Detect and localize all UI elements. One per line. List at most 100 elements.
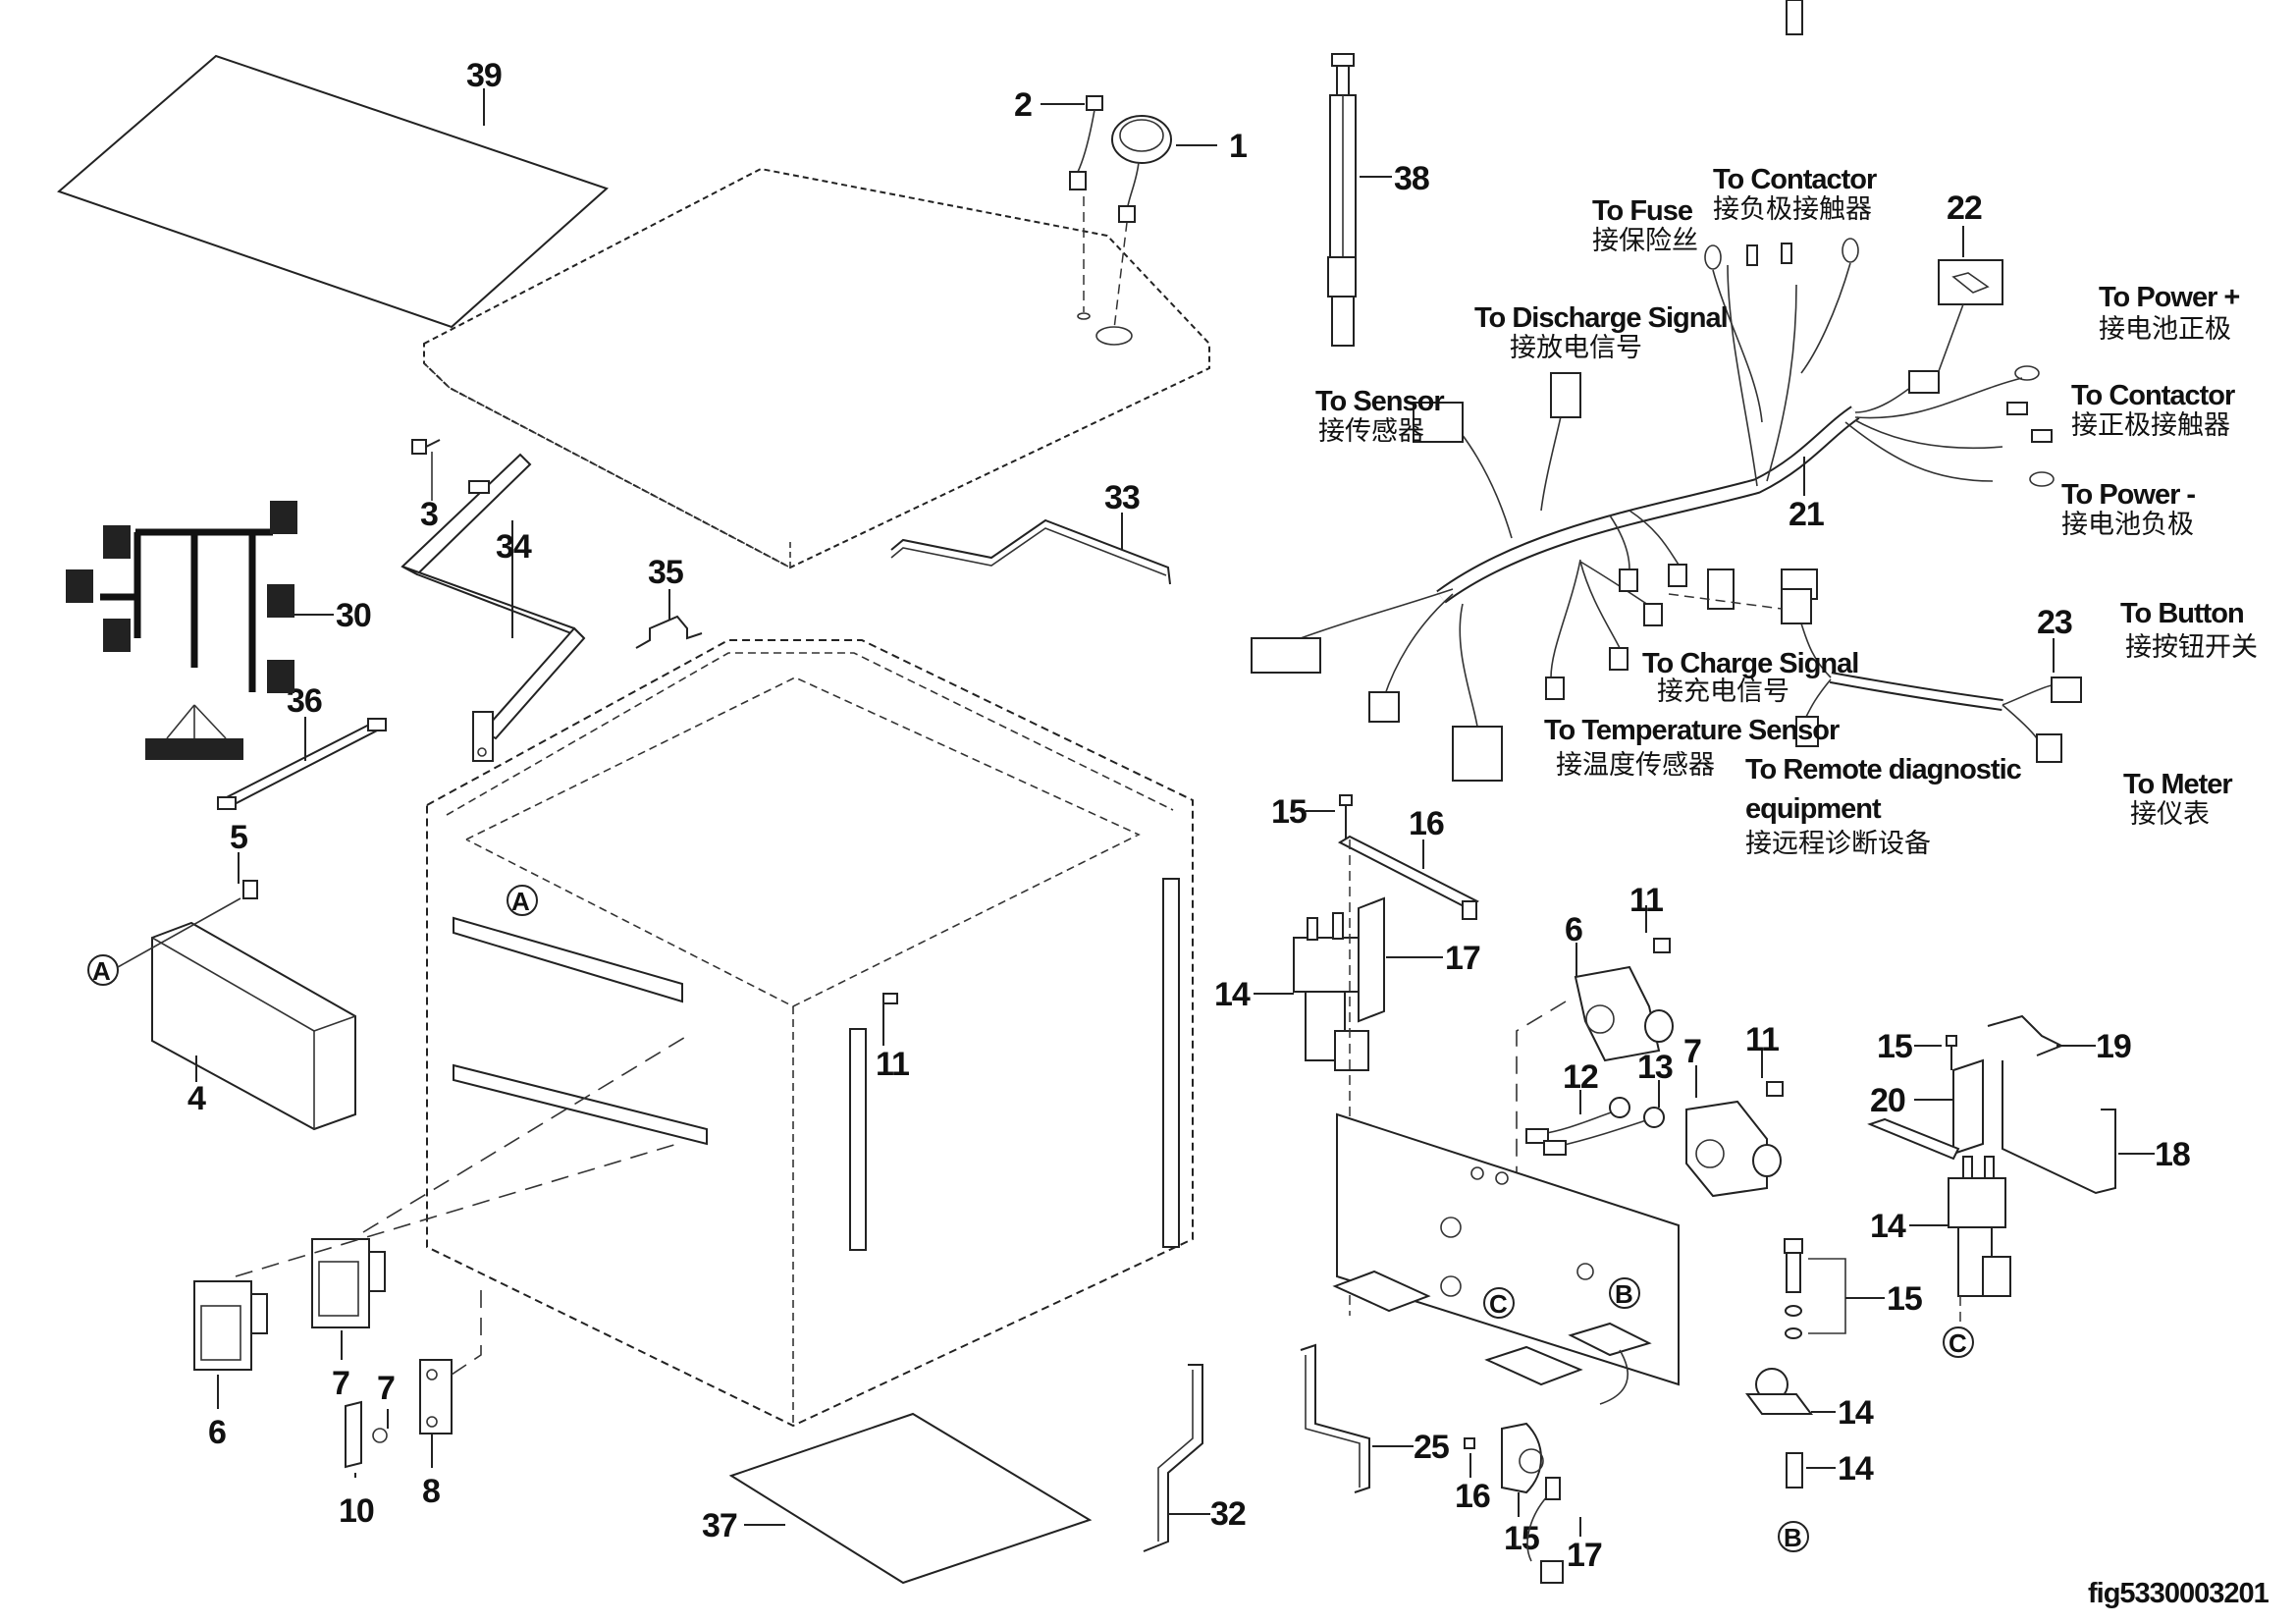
part-27-main-harness: 21 (1251, 238, 2055, 782)
callout-15a: 15 (1271, 793, 1307, 831)
label-to-contactor-positive: To Contactor 接正极接触器 (2071, 380, 2236, 441)
callout-8: 8 (422, 1473, 440, 1510)
part-18-mount: 14 (1745, 1368, 1875, 1432)
callout-14a: 14 (1214, 976, 1251, 1013)
svg-text:接正极接触器: 接正极接触器 (2071, 410, 2230, 441)
svg-text:A: A (511, 887, 530, 916)
part-38-cable: 38 (1327, 53, 1430, 347)
part-37-bottom-sheet: 37 (702, 1412, 1093, 1585)
callout-20: 15 (1887, 1280, 1922, 1318)
callout-26: 20 (1870, 1082, 1905, 1119)
part-14-contactor-right: 14 (1870, 1156, 2011, 1297)
part-17-bracket: 17 (1358, 896, 1481, 1023)
callout-35: 35 (648, 554, 683, 591)
callout-32: 32 (1210, 1495, 1246, 1533)
svg-text:To Remote diagnostic: To Remote diagnostic (1745, 754, 2022, 785)
ref-marker-a-left: A (87, 897, 241, 986)
svg-text:接电池正极: 接电池正极 (2099, 314, 2231, 345)
svg-text:To Temperature Sensor: To Temperature Sensor (1544, 715, 1840, 746)
part-30-harness: 30 (66, 501, 372, 760)
svg-text:equipment: equipment (1745, 793, 1882, 825)
callout-2: 2 (1014, 86, 1032, 124)
part-14-contactor-upper: 14 (1214, 912, 1369, 1071)
ref-marker-a-box: A (507, 885, 538, 916)
part-26-bracket: 20 (1867, 1058, 1984, 1161)
svg-text:To Discharge Signal: To Discharge Signal (1474, 302, 1728, 334)
part-34-bracket: 34 (400, 453, 586, 762)
svg-text:接充电信号: 接充电信号 (1657, 677, 1789, 707)
label-to-charge-signal: To Charge Signal 接充电信号 (1642, 648, 1859, 707)
callout-30: 30 (336, 597, 371, 634)
callout-37: 37 (702, 1507, 737, 1544)
part-6-left: 6 (193, 1280, 268, 1451)
part-25-bracket: 19 (1987, 1014, 2132, 1065)
part-22-screw: 16 (1455, 1437, 1491, 1515)
ref-marker-c-right: C (1943, 1326, 1974, 1358)
svg-text:To Fuse: To Fuse (1592, 195, 1693, 227)
callout-27: 21 (1789, 496, 1824, 533)
part-39-top-sheet: 39 (57, 54, 609, 329)
label-to-temperature-sensor: To Temperature Sensor 接温度传感器 (1544, 715, 1841, 781)
label-to-contactor-negative: To Contactor 接负极接触器 (1713, 164, 1878, 225)
label-to-remote-diagnostic: To Remote diagnostic equipment 接远程诊断设备 (1745, 754, 2023, 859)
svg-text:接温度传感器: 接温度传感器 (1556, 750, 1715, 781)
part-15-screw-right: 15 (1877, 1028, 1957, 1070)
callout-4: 4 (187, 1080, 206, 1117)
callout-33: 33 (1104, 479, 1140, 516)
part-7-left: 7 (311, 1238, 386, 1402)
callout-13: 13 (1637, 1049, 1673, 1086)
part-19-spacer: 14 (1786, 0, 1875, 1489)
part-32-bracket: 32 (1143, 1364, 1247, 1552)
callout-34: 34 (496, 528, 532, 566)
callout-10: 10 (339, 1492, 374, 1530)
callout-25: 19 (2096, 1028, 2131, 1065)
svg-text:接传感器: 接传感器 (1318, 416, 1424, 447)
part-13-cable: 13 (1543, 1049, 1674, 1156)
label-to-power-positive: To Power + 接电池正极 (2099, 282, 2240, 345)
part-24-bracket: 18 (2002, 1060, 2191, 1195)
figure-id: fig5330003201 (2088, 1578, 2269, 1609)
label-to-button: To Button 接按钮开关 (2120, 598, 2258, 663)
part-2-indicator: 2 (1014, 86, 1103, 190)
part-11-screw-mid: 11 (1629, 882, 1671, 953)
callout-1: 1 (1229, 128, 1247, 165)
svg-text:接电池负极: 接电池负极 (2061, 510, 2194, 540)
callout-9: 7 (377, 1370, 395, 1407)
svg-text:接按钮开关: 接按钮开关 (2125, 632, 2258, 663)
svg-text:接保险丝: 接保险丝 (1592, 226, 1698, 256)
svg-text:C: C (1949, 1328, 1967, 1358)
callout-12: 12 (1563, 1058, 1598, 1096)
callout-19: 14 (1838, 1450, 1874, 1488)
part-5-screw: 5 (230, 819, 258, 899)
part-15-screw-upper: 15 (1271, 793, 1353, 839)
part-23-cable: 17 (1526, 1477, 1603, 1584)
part-4-controller: 4 (151, 921, 356, 1131)
part-8-bracket: 8 (419, 1359, 453, 1510)
svg-text:B: B (1615, 1279, 1633, 1309)
part-6-right: 6 (1565, 911, 1674, 1062)
callout-24: 18 (2155, 1136, 2190, 1173)
part-11-screw-right: 11 (1745, 1021, 1784, 1097)
callout-38: 38 (1394, 160, 1429, 197)
part-12-cable: 12 (1525, 1058, 1630, 1144)
part-16-bar: 16 (1337, 805, 1479, 920)
lid-cover (423, 167, 1210, 569)
svg-text:To Contactor: To Contactor (1713, 164, 1877, 195)
svg-text:To Meter: To Meter (2123, 769, 2232, 800)
label-to-sensor: To Sensor 接传感器 (1315, 386, 1445, 447)
callout-7a: 7 (332, 1365, 349, 1402)
callout-16: 16 (1409, 805, 1444, 842)
ref-marker-c-plate: C (1483, 1287, 1515, 1319)
battery-box (426, 639, 1194, 1428)
part-9-washer: 7 (372, 1370, 396, 1443)
part-29-harness: 23 (1668, 588, 2082, 763)
mounting-plate (1332, 1112, 1680, 1405)
svg-text:To Power +: To Power + (2099, 282, 2239, 313)
callout-3: 3 (420, 496, 438, 533)
part-31-bracket: 25 (1300, 1343, 1450, 1493)
callout-15b: 15 (1877, 1028, 1912, 1065)
callout-11a: 11 (876, 1046, 909, 1083)
svg-text:接负极接触器: 接负极接触器 (1713, 194, 1872, 225)
part-33-bracket: 33 (890, 479, 1171, 585)
